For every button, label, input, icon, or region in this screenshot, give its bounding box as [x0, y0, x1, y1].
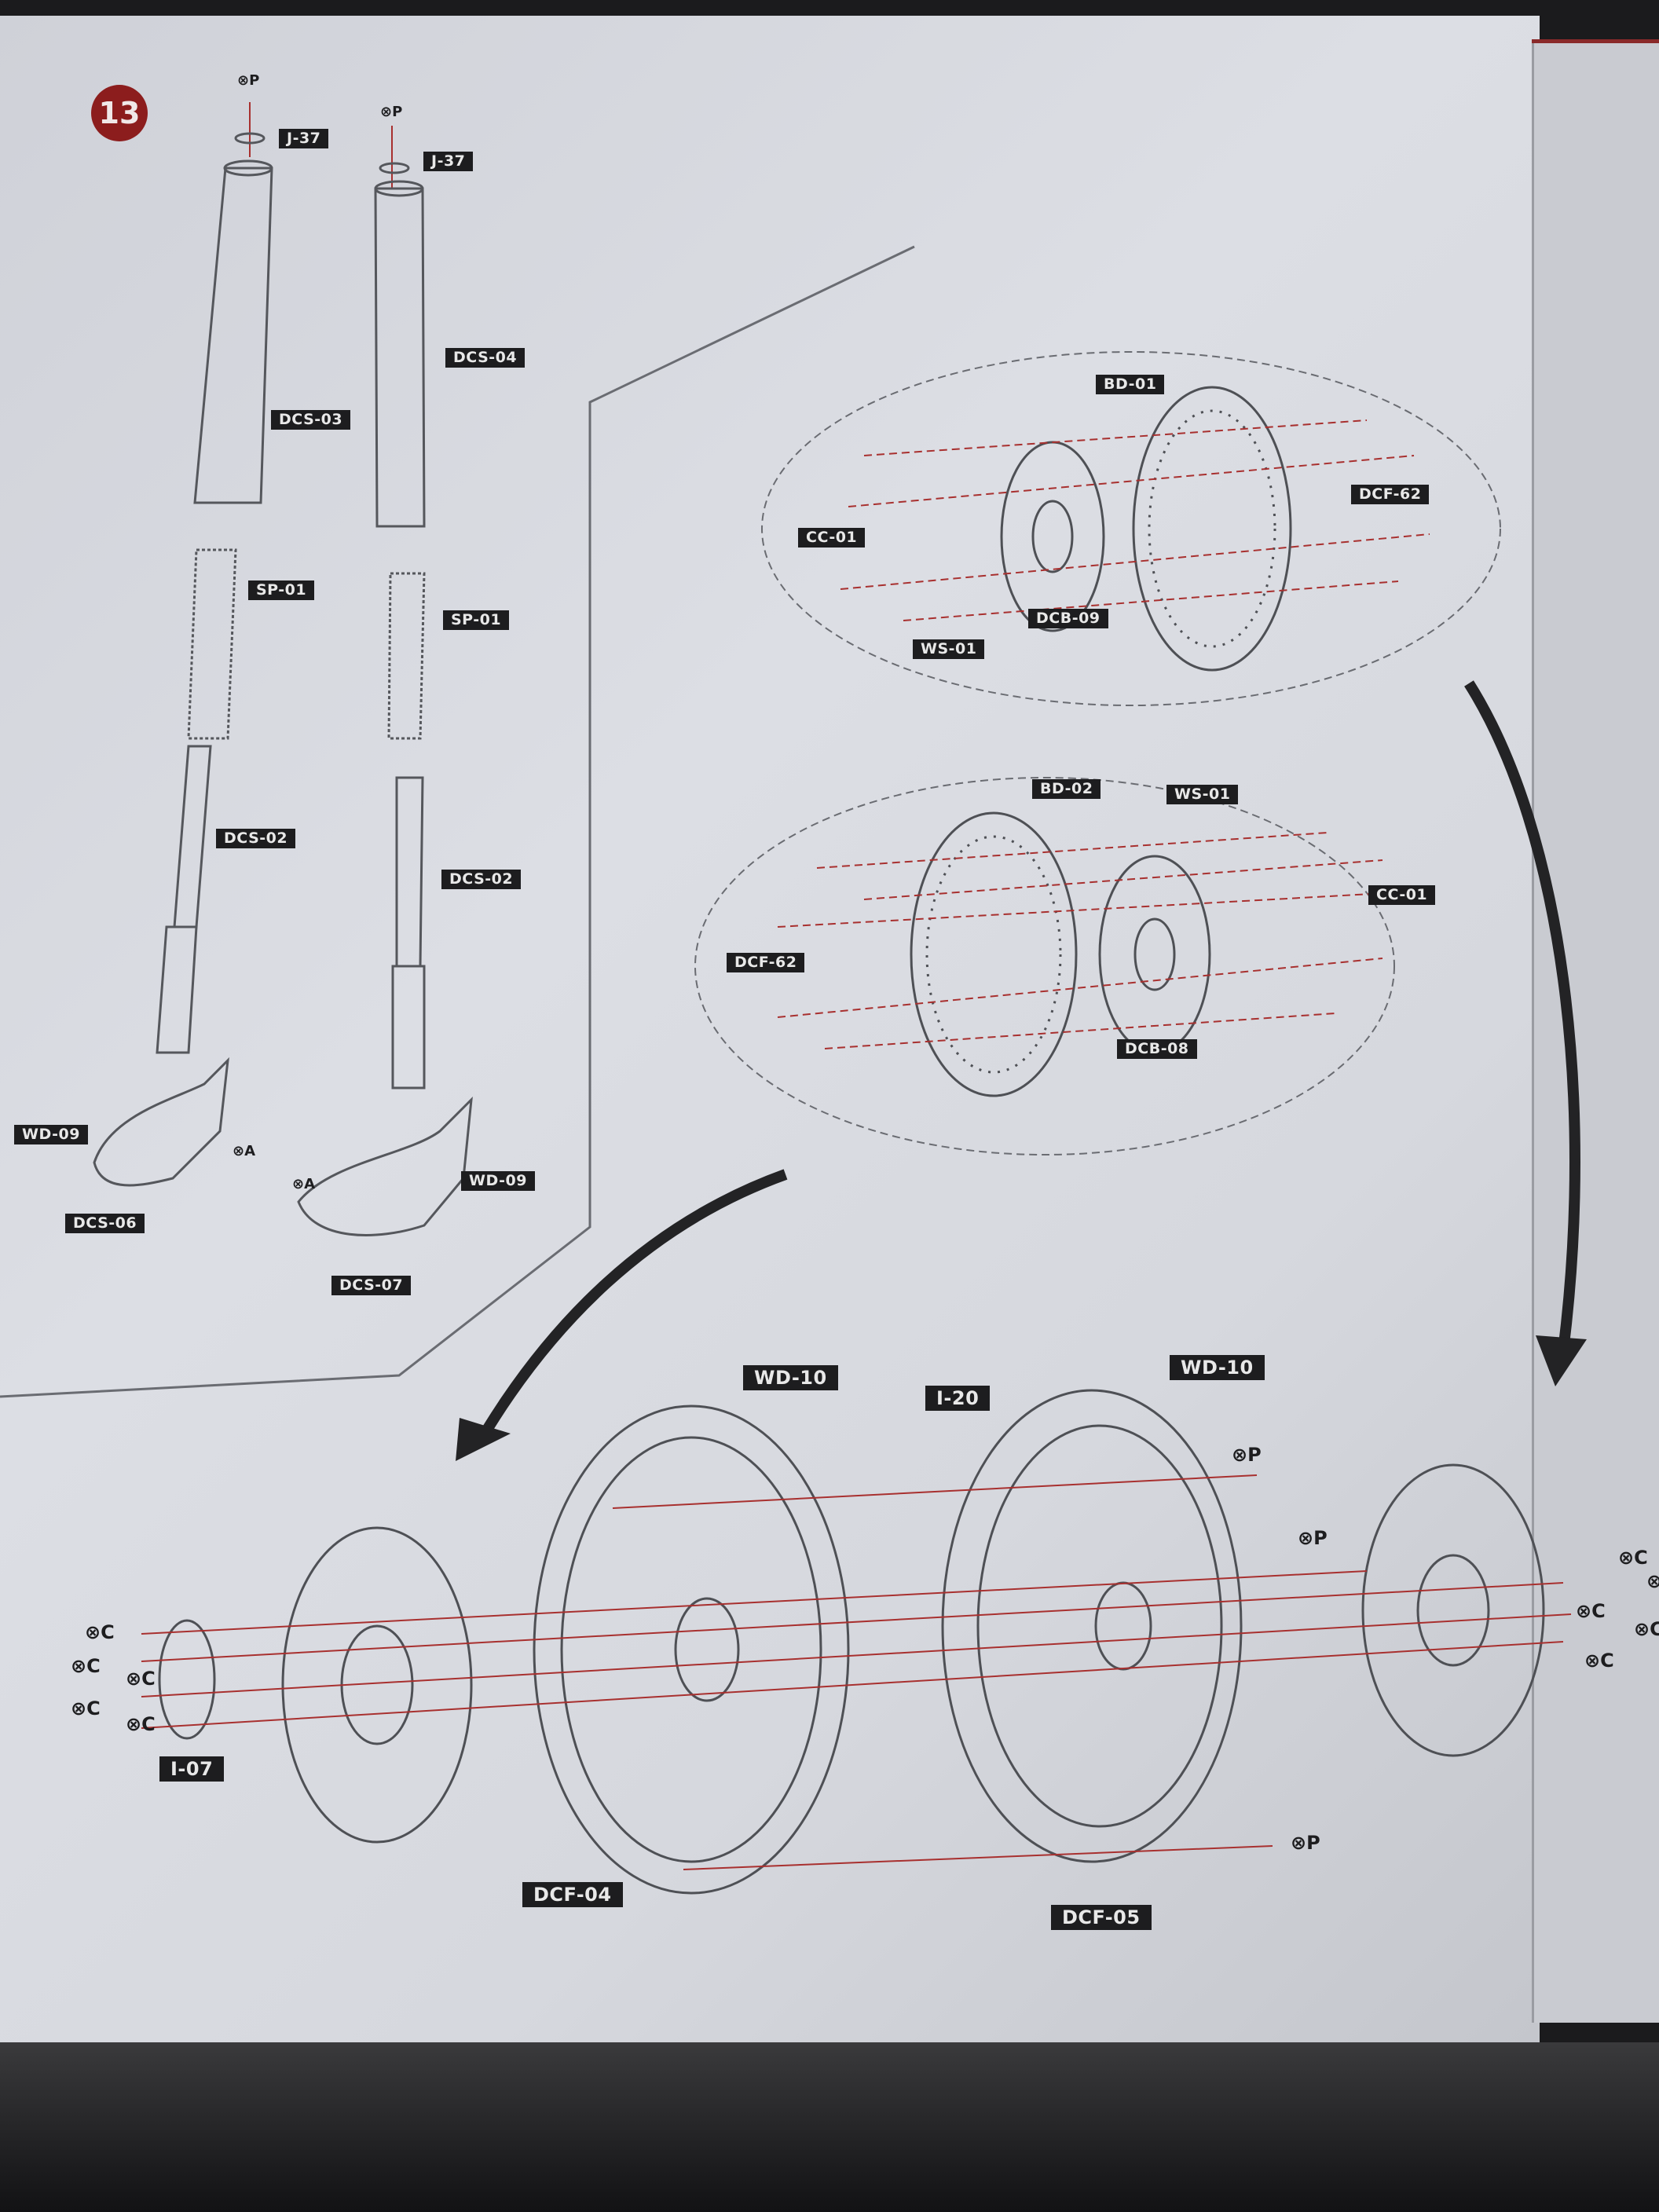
fastener-mark: ⊗C: [85, 1621, 115, 1643]
instruction-page: [0, 16, 1540, 2050]
fork-left: [93, 102, 273, 1187]
fastener-mark: ⊗A: [292, 1176, 316, 1192]
part-label: BD-02: [1032, 779, 1101, 799]
part-label: DCB-08: [1117, 1039, 1197, 1059]
brake-disc-1: [1132, 386, 1292, 672]
arrow-to-rear-wheel: [1464, 680, 1580, 1352]
fastener-mark: ⊗P: [380, 104, 403, 120]
part-label: WD-09: [14, 1125, 88, 1144]
panel-divider: [0, 245, 915, 1398]
part-label: J-37: [279, 129, 329, 148]
fastener-mark: ⊗P: [1291, 1832, 1320, 1854]
fastener-mark: ⊗P: [1232, 1444, 1262, 1466]
abs-ring: [158, 1619, 216, 1740]
part-label: SP-01: [248, 580, 315, 600]
next-page: [1532, 43, 1659, 2023]
fork-right: [297, 126, 473, 1236]
disc-assembly-1-outline: [761, 351, 1501, 706]
part-label: WD-10: [743, 1365, 838, 1390]
part-label: WS-01: [1166, 785, 1239, 804]
fastener-mark: ⊗C: [71, 1697, 101, 1719]
fastener-mark: ⊗P: [1298, 1527, 1328, 1549]
front-disc-left: [281, 1526, 473, 1844]
part-label: J-37: [423, 152, 474, 171]
fastener-mark: ⊗C: [71, 1655, 101, 1677]
front-wheel: [533, 1404, 850, 1895]
front-disc-right: [1361, 1463, 1545, 1757]
fastener-mark: ⊗A: [233, 1143, 256, 1159]
part-label: DCB-09: [1028, 609, 1108, 628]
part-label: DCS-07: [331, 1276, 412, 1295]
part-label: DCS-04: [445, 348, 526, 368]
fastener-mark: ⊗C: [126, 1668, 156, 1690]
fastener-mark: ⊗C: [1646, 1570, 1659, 1592]
part-label: WD-09: [461, 1171, 535, 1191]
fastener-mark: ⊗P: [237, 72, 260, 89]
part-label: I-07: [159, 1756, 225, 1782]
disc-carrier-1: [1000, 441, 1105, 632]
part-label: DCS-02: [441, 870, 522, 889]
rear-wheel: [941, 1389, 1243, 1863]
part-label: CC-01: [1368, 885, 1436, 905]
fastener-mark: ⊗C: [1576, 1600, 1606, 1622]
table-surface: [0, 2042, 1659, 2212]
disc-assembly-2-outline: [694, 777, 1395, 1155]
part-label: CC-01: [798, 528, 866, 548]
part-label: DCF-05: [1051, 1905, 1152, 1930]
part-label: DCF-62: [727, 953, 805, 972]
part-label: DCF-04: [522, 1882, 623, 1907]
part-label: DCS-03: [271, 410, 351, 430]
next-page-edge: [1532, 39, 1659, 44]
step-number-badge: 13: [91, 85, 148, 141]
brake-disc-2: [910, 811, 1078, 1097]
fastener-mark: ⊗C: [1618, 1547, 1648, 1569]
part-label: SP-01: [443, 610, 510, 630]
part-label: DCS-06: [65, 1214, 145, 1233]
part-label: WS-01: [913, 639, 985, 659]
part-label: DCF-62: [1351, 485, 1430, 504]
fastener-mark: ⊗C: [126, 1713, 156, 1735]
arrow-to-front-wheel: [482, 1169, 788, 1433]
part-label: DCS-02: [216, 829, 296, 848]
part-label: WD-10: [1170, 1355, 1265, 1380]
part-label: I-20: [925, 1386, 991, 1411]
part-label: BD-01: [1096, 375, 1165, 394]
fastener-mark: ⊗C: [1634, 1618, 1659, 1640]
fastener-mark: ⊗C: [1584, 1650, 1614, 1672]
